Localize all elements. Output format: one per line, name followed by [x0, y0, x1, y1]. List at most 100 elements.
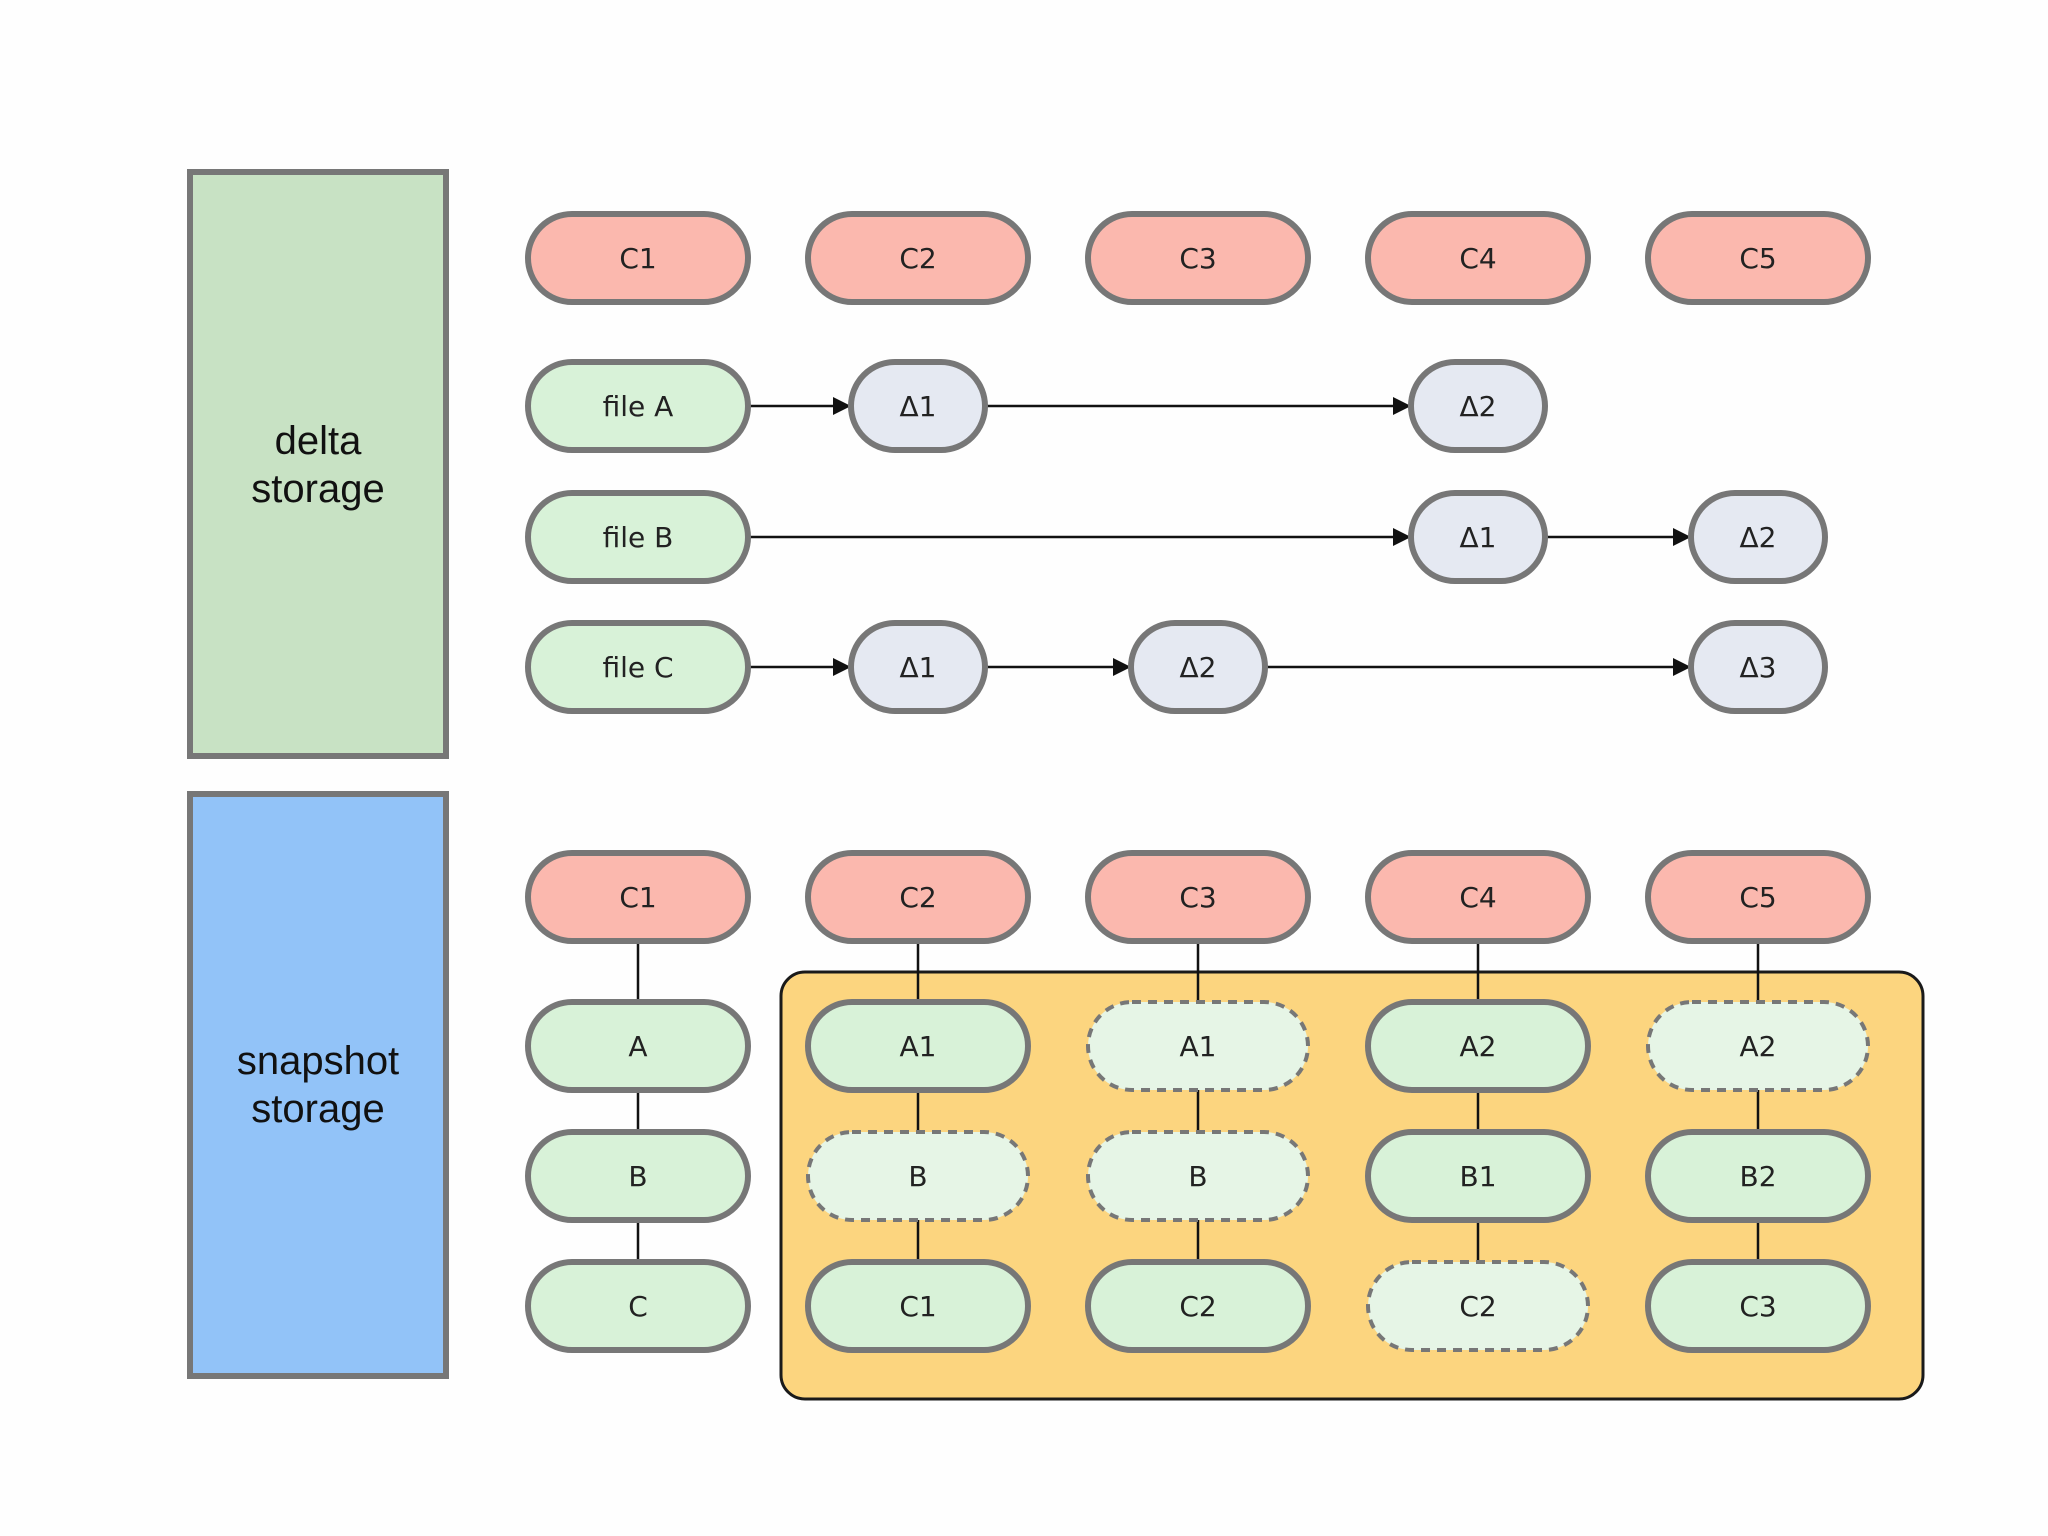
snapshot-file-col5-row3: C3	[1645, 1259, 1871, 1353]
snapshot-commit-3: C3	[1085, 850, 1311, 944]
delta-commit-2-label: C2	[899, 242, 936, 275]
snapshot-file-col5-row2-shape	[1645, 1129, 1871, 1223]
snapshot-file-col1-row2-shape	[525, 1129, 751, 1223]
snapshot-file-col2-row1-shape	[805, 999, 1031, 1093]
delta-commit-3-label: C3	[1179, 242, 1216, 275]
delta-commit-3: C3	[1085, 211, 1311, 305]
delta-node-row3-3-label: Δ3	[1740, 651, 1777, 684]
snapshot-file-col4-row2-shape	[1365, 1129, 1591, 1223]
snapshot-file-col1-row2: B	[525, 1129, 751, 1223]
snapshot-file-col2-row2: B	[806, 1130, 1030, 1222]
delta-commit-5-label: C5	[1739, 242, 1776, 275]
delta-node-row3-3: Δ3	[1688, 620, 1828, 714]
delta-node-row3-2: Δ2	[1128, 620, 1268, 714]
delta-node-row2-2-label: Δ2	[1740, 521, 1777, 554]
delta-file-row-2-shape	[525, 490, 751, 584]
snapshot-file-col2-row3-shape	[805, 1259, 1031, 1353]
delta-node-row3-2-label: Δ2	[1180, 651, 1217, 684]
delta-commit-5-shape	[1645, 211, 1871, 305]
delta-node-row1-2-shape	[1408, 359, 1548, 453]
delta-storage-label-line2: storage	[251, 467, 384, 511]
snapshot-file-col3-row1-shape	[1086, 1000, 1310, 1092]
delta-commit-4-shape	[1365, 211, 1591, 305]
delta-file-row-1: file A	[525, 359, 751, 453]
snapshot-file-col3-row3-shape	[1085, 1259, 1311, 1353]
snapshot-file-col1-row1: A	[525, 999, 751, 1093]
snapshot-commit-5-shape	[1645, 850, 1871, 944]
snapshot-highlight-box	[779, 970, 1925, 1401]
snapshot-file-col1-row3-shape	[525, 1259, 751, 1353]
snapshot-commit-2-shape	[805, 850, 1031, 944]
delta-commit-1-shape	[525, 211, 751, 305]
snapshot-file-col5-row2: B2	[1645, 1129, 1871, 1223]
snapshot-file-col4-row1-label: A2	[1460, 1030, 1497, 1063]
delta-node-row1-1-label: Δ1	[900, 390, 937, 423]
delta-file-row-1-label: file A	[603, 390, 674, 423]
delta-node-row1-1: Δ1	[848, 359, 988, 453]
delta-commit-2: C2	[805, 211, 1031, 305]
delta-node-row2-1-label: Δ1	[1460, 521, 1497, 554]
snapshot-file-col4-row1-shape	[1365, 999, 1591, 1093]
delta-file-row-3: file C	[525, 620, 751, 714]
snapshot-file-col3-row3: C2	[1085, 1259, 1311, 1353]
snapshot-file-col2-row2-shape	[806, 1130, 1030, 1222]
delta-node-row3-1: Δ1	[848, 620, 988, 714]
snapshot-file-col1-row3: C	[525, 1259, 751, 1353]
delta-storage-label-line1: delta	[275, 419, 362, 463]
snapshot-commit-3-label: C3	[1179, 881, 1216, 914]
snapshot-commit-4: C4	[1365, 850, 1591, 944]
delta-node-row2-2: Δ2	[1688, 490, 1828, 584]
snapshot-file-col5-row1-shape	[1646, 1000, 1870, 1092]
delta-node-row3-3-shape	[1688, 620, 1828, 714]
delta-storage-panel-box	[187, 169, 449, 759]
snapshot-file-col4-row3-label: C2	[1459, 1290, 1496, 1323]
snapshot-storage-label-line1: snapshot	[237, 1039, 399, 1083]
delta-commit-4-label: C4	[1459, 242, 1496, 275]
snapshot-commit-4-shape	[1365, 850, 1591, 944]
delta-node-row2-2-shape	[1688, 490, 1828, 584]
snapshot-commit-3-shape	[1085, 850, 1311, 944]
snapshot-commit-5: C5	[1645, 850, 1871, 944]
snapshot-storage-label-line2: storage	[251, 1087, 384, 1131]
snapshot-file-col2-row3-label: C1	[899, 1290, 936, 1323]
snapshot-commit-1: C1	[525, 850, 751, 944]
snapshot-file-col3-row1: A1	[1086, 1000, 1310, 1092]
snapshot-commit-1-shape	[525, 850, 751, 944]
delta-commit-4: C4	[1365, 211, 1591, 305]
snapshot-storage-panel-box	[187, 791, 449, 1379]
delta-file-row-3-shape	[525, 620, 751, 714]
snapshot-commit-2: C2	[805, 850, 1031, 944]
delta-node-row2-1: Δ1	[1408, 490, 1548, 584]
snapshot-file-col5-row3-label: C3	[1739, 1290, 1776, 1323]
delta-commit-3-shape	[1085, 211, 1311, 305]
snapshot-commit-2-label: C2	[899, 881, 936, 914]
snapshot-file-col4-row3-shape	[1366, 1260, 1590, 1352]
delta-commit-5: C5	[1645, 211, 1871, 305]
snapshot-file-col4-row3: C2	[1366, 1260, 1590, 1352]
snapshot-file-col5-row1: A2	[1646, 1000, 1870, 1092]
snapshot-file-col3-row1-label: A1	[1180, 1030, 1217, 1063]
delta-file-row-2-label: file B	[603, 521, 674, 554]
delta-file-row-1-shape	[525, 359, 751, 453]
snapshot-commit-4-label: C4	[1459, 881, 1496, 914]
snapshot-file-col3-row2-label: B	[1188, 1160, 1207, 1193]
snapshot-file-col5-row3-shape	[1645, 1259, 1871, 1353]
delta-node-row3-1-shape	[848, 620, 988, 714]
snapshot-file-col2-row1-label: A1	[900, 1030, 937, 1063]
snapshot-file-col5-row2-label: B2	[1739, 1160, 1776, 1193]
delta-commit-1: C1	[525, 211, 751, 305]
delta-file-row-3-label: file C	[602, 651, 673, 684]
delta-commit-2-shape	[805, 211, 1031, 305]
snapshot-file-col1-row1-label: A	[628, 1030, 647, 1063]
snapshot-file-col3-row2: B	[1086, 1130, 1310, 1222]
delta-node-row1-1-shape	[848, 359, 988, 453]
snapshot-file-col5-row1-label: A2	[1740, 1030, 1777, 1063]
snapshot-file-col4-row1: A2	[1365, 999, 1591, 1093]
snapshot-file-col1-row2-label: B	[628, 1160, 647, 1193]
snapshot-commit-5-label: C5	[1739, 881, 1776, 914]
snapshot-file-col1-row3-label: C	[628, 1290, 648, 1323]
snapshot-file-col1-row1-shape	[525, 999, 751, 1093]
